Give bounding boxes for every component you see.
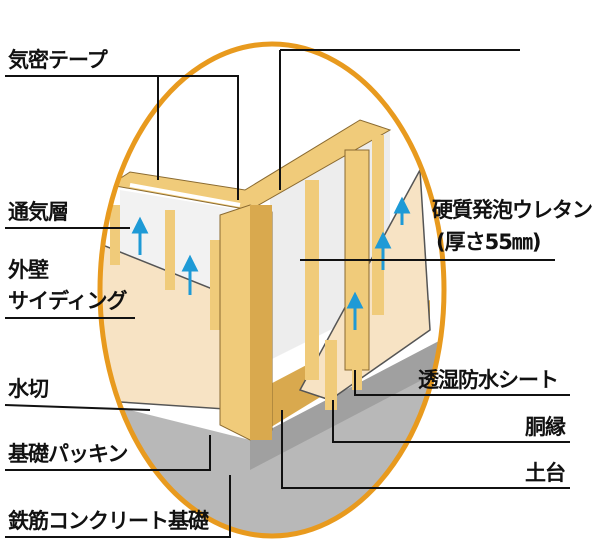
label-siding-2: サイディング (8, 289, 128, 313)
label-foundation-packing: 基礎パッキン (8, 442, 128, 466)
leader-lines (4, 49, 570, 538)
airflow-arrows (131, 196, 411, 330)
detail-circle (97, 41, 447, 539)
label-flashing: 水切 (8, 377, 49, 401)
label-furring: 胴縁 (525, 415, 566, 439)
label-rc-foundation: 鉄筋コンクリート基礎 (8, 509, 209, 533)
label-moisture-sheet: 透湿防水シート (418, 368, 559, 392)
label-urethane-1: 硬質発泡ウレタン (432, 198, 593, 222)
label-airtight-tape: 気密テープ (8, 48, 108, 72)
label-siding-1: 外壁 (8, 258, 49, 282)
label-urethane-2: (厚さ55㎜) (436, 230, 541, 254)
label-sill: 土台 (525, 461, 566, 485)
label-vent-layer: 通気層 (8, 200, 69, 224)
